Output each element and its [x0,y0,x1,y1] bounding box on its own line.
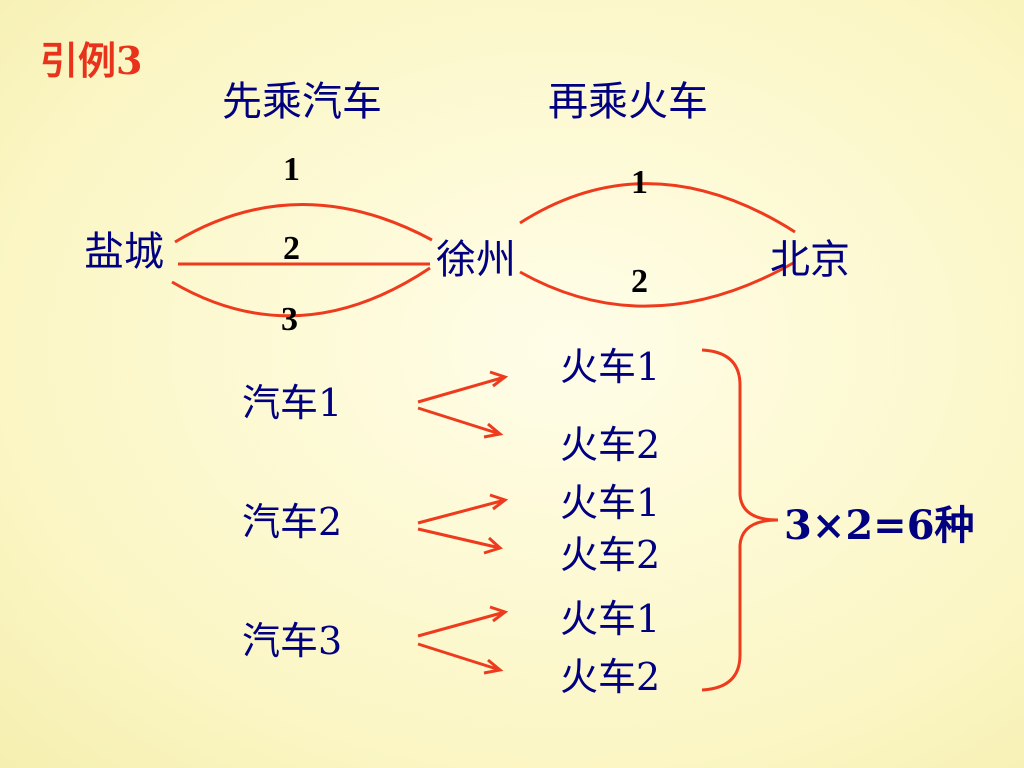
bus-route-3 [171,266,431,318]
tree-arrow-1-2 [417,406,504,439]
bus-node-3: 汽车3 [242,619,343,663]
tree-arrow-2-2 [417,527,503,555]
train-node-3-2: 火车2 [560,655,661,699]
summary-brace [701,348,779,692]
city-beijing: 北京 [770,237,850,283]
slide-title: 引例3 [40,38,143,83]
train-node-2-2: 火车2 [560,533,661,577]
bus-node-2: 汽车2 [242,500,343,544]
bus-route-1 [174,203,433,244]
train-route-2 [519,260,796,308]
bus-route-label-1: 1 [283,151,300,188]
train-route-1 [519,182,796,234]
result-formula: 3×2=6种 [784,502,975,549]
bus-header: 先乘汽车 [222,79,382,125]
city-yancheng: 盐城 [84,229,164,275]
train-node-1-2: 火车2 [560,423,661,467]
tree-arrow-2-1 [417,493,509,525]
bus-node-1: 汽车1 [242,381,343,425]
tree-arrow-1-1 [417,370,509,404]
city-xuzhou: 徐州 [436,237,516,283]
train-node-1-1: 火车1 [560,345,661,389]
tree-arrow-3-1 [417,605,509,638]
bus-route-label-3: 3 [281,301,298,338]
train-node-3-1: 火车1 [560,597,661,641]
train-node-2-1: 火车1 [560,481,661,525]
train-route-label-2: 2 [631,263,648,300]
train-header: 再乘火车 [548,79,708,125]
bus-route-label-2: 2 [283,230,300,267]
train-route-label-1: 1 [631,164,648,201]
tree-arrow-3-2 [417,642,504,675]
